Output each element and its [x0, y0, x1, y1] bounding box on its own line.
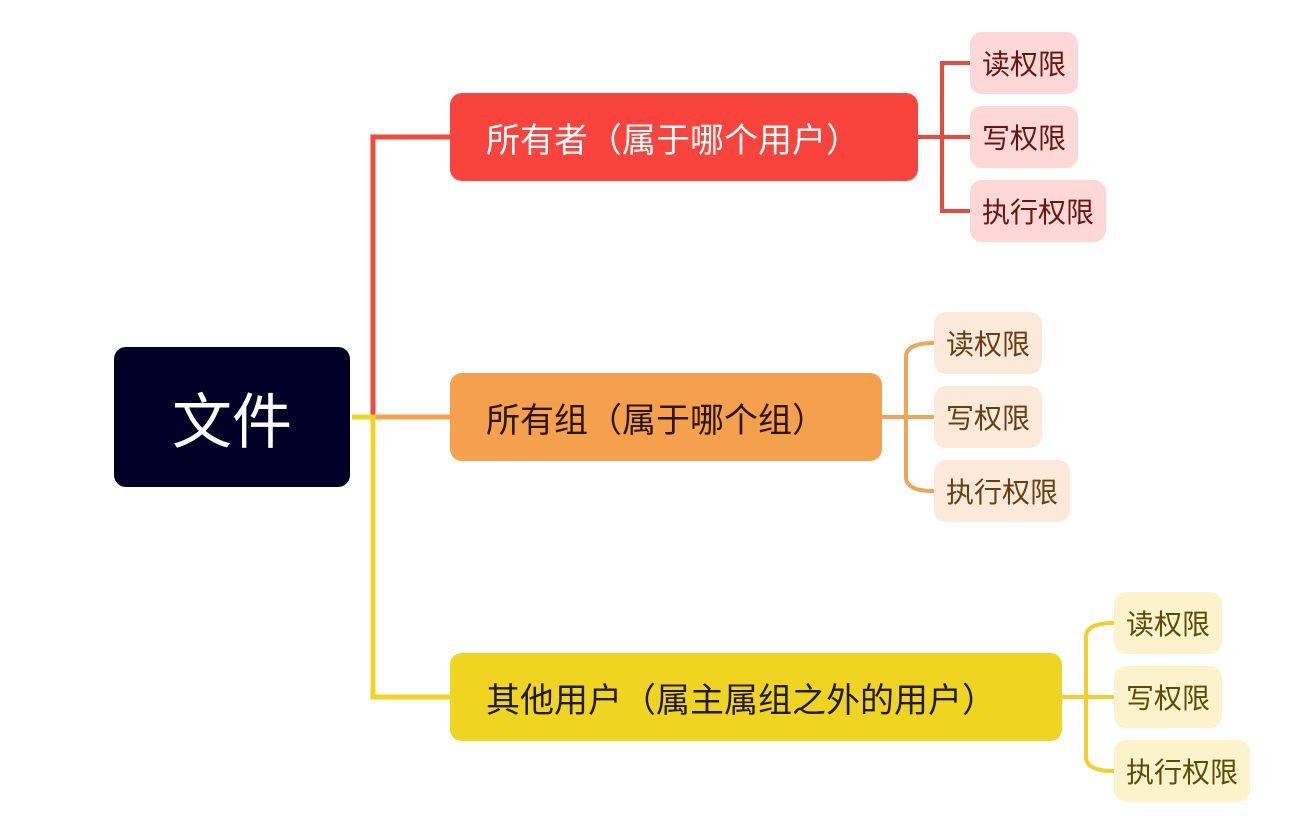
leaf-owner-write[interactable]: 写权限 — [970, 106, 1079, 168]
leaf-group-read-label: 读权限 — [946, 328, 1031, 361]
connector-owner-to-leaves — [918, 61, 970, 213]
branch-others-label: 其他用户（属主属组之外的用户） — [486, 680, 996, 721]
leaf-others-read[interactable]: 读权限 — [1114, 592, 1223, 654]
leaf-others-execute[interactable]: 执行权限 — [1114, 740, 1251, 802]
branch-others[interactable]: 其他用户（属主属组之外的用户） — [450, 653, 1062, 741]
branch-owner-label: 所有者（属于哪个用户） — [486, 120, 860, 161]
root-node[interactable]: 文件 — [114, 347, 350, 487]
leaf-group-execute[interactable]: 执行权限 — [934, 460, 1071, 522]
root-label: 文件 — [172, 387, 292, 458]
leaf-others-read-label: 读权限 — [1126, 608, 1211, 641]
branch-group-label: 所有组（属于哪个组） — [486, 400, 826, 441]
connector-others-to-leaves — [1062, 621, 1115, 773]
leaf-group-execute-label: 执行权限 — [946, 476, 1059, 509]
branch-group[interactable]: 所有组（属于哪个组） — [450, 373, 882, 461]
branch-owner[interactable]: 所有者（属于哪个用户） — [450, 93, 918, 181]
connector-root-to-owner — [352, 134, 450, 420]
leaf-others-write[interactable]: 写权限 — [1114, 666, 1223, 728]
connector-root-to-others — [352, 414, 450, 700]
leaf-owner-read-label: 读权限 — [982, 48, 1067, 81]
leaf-owner-write-label: 写权限 — [982, 122, 1067, 155]
leaf-owner-execute[interactable]: 执行权限 — [970, 180, 1107, 242]
leaf-group-read[interactable]: 读权限 — [934, 312, 1043, 374]
leaf-others-execute-label: 执行权限 — [1126, 756, 1239, 789]
leaf-owner-execute-label: 执行权限 — [982, 196, 1095, 229]
leaf-others-write-label: 写权限 — [1126, 682, 1211, 715]
connector-group-to-leaves — [882, 341, 935, 493]
leaf-group-write[interactable]: 写权限 — [934, 386, 1043, 448]
leaf-owner-read[interactable]: 读权限 — [970, 32, 1079, 94]
leaf-group-write-label: 写权限 — [946, 402, 1031, 435]
